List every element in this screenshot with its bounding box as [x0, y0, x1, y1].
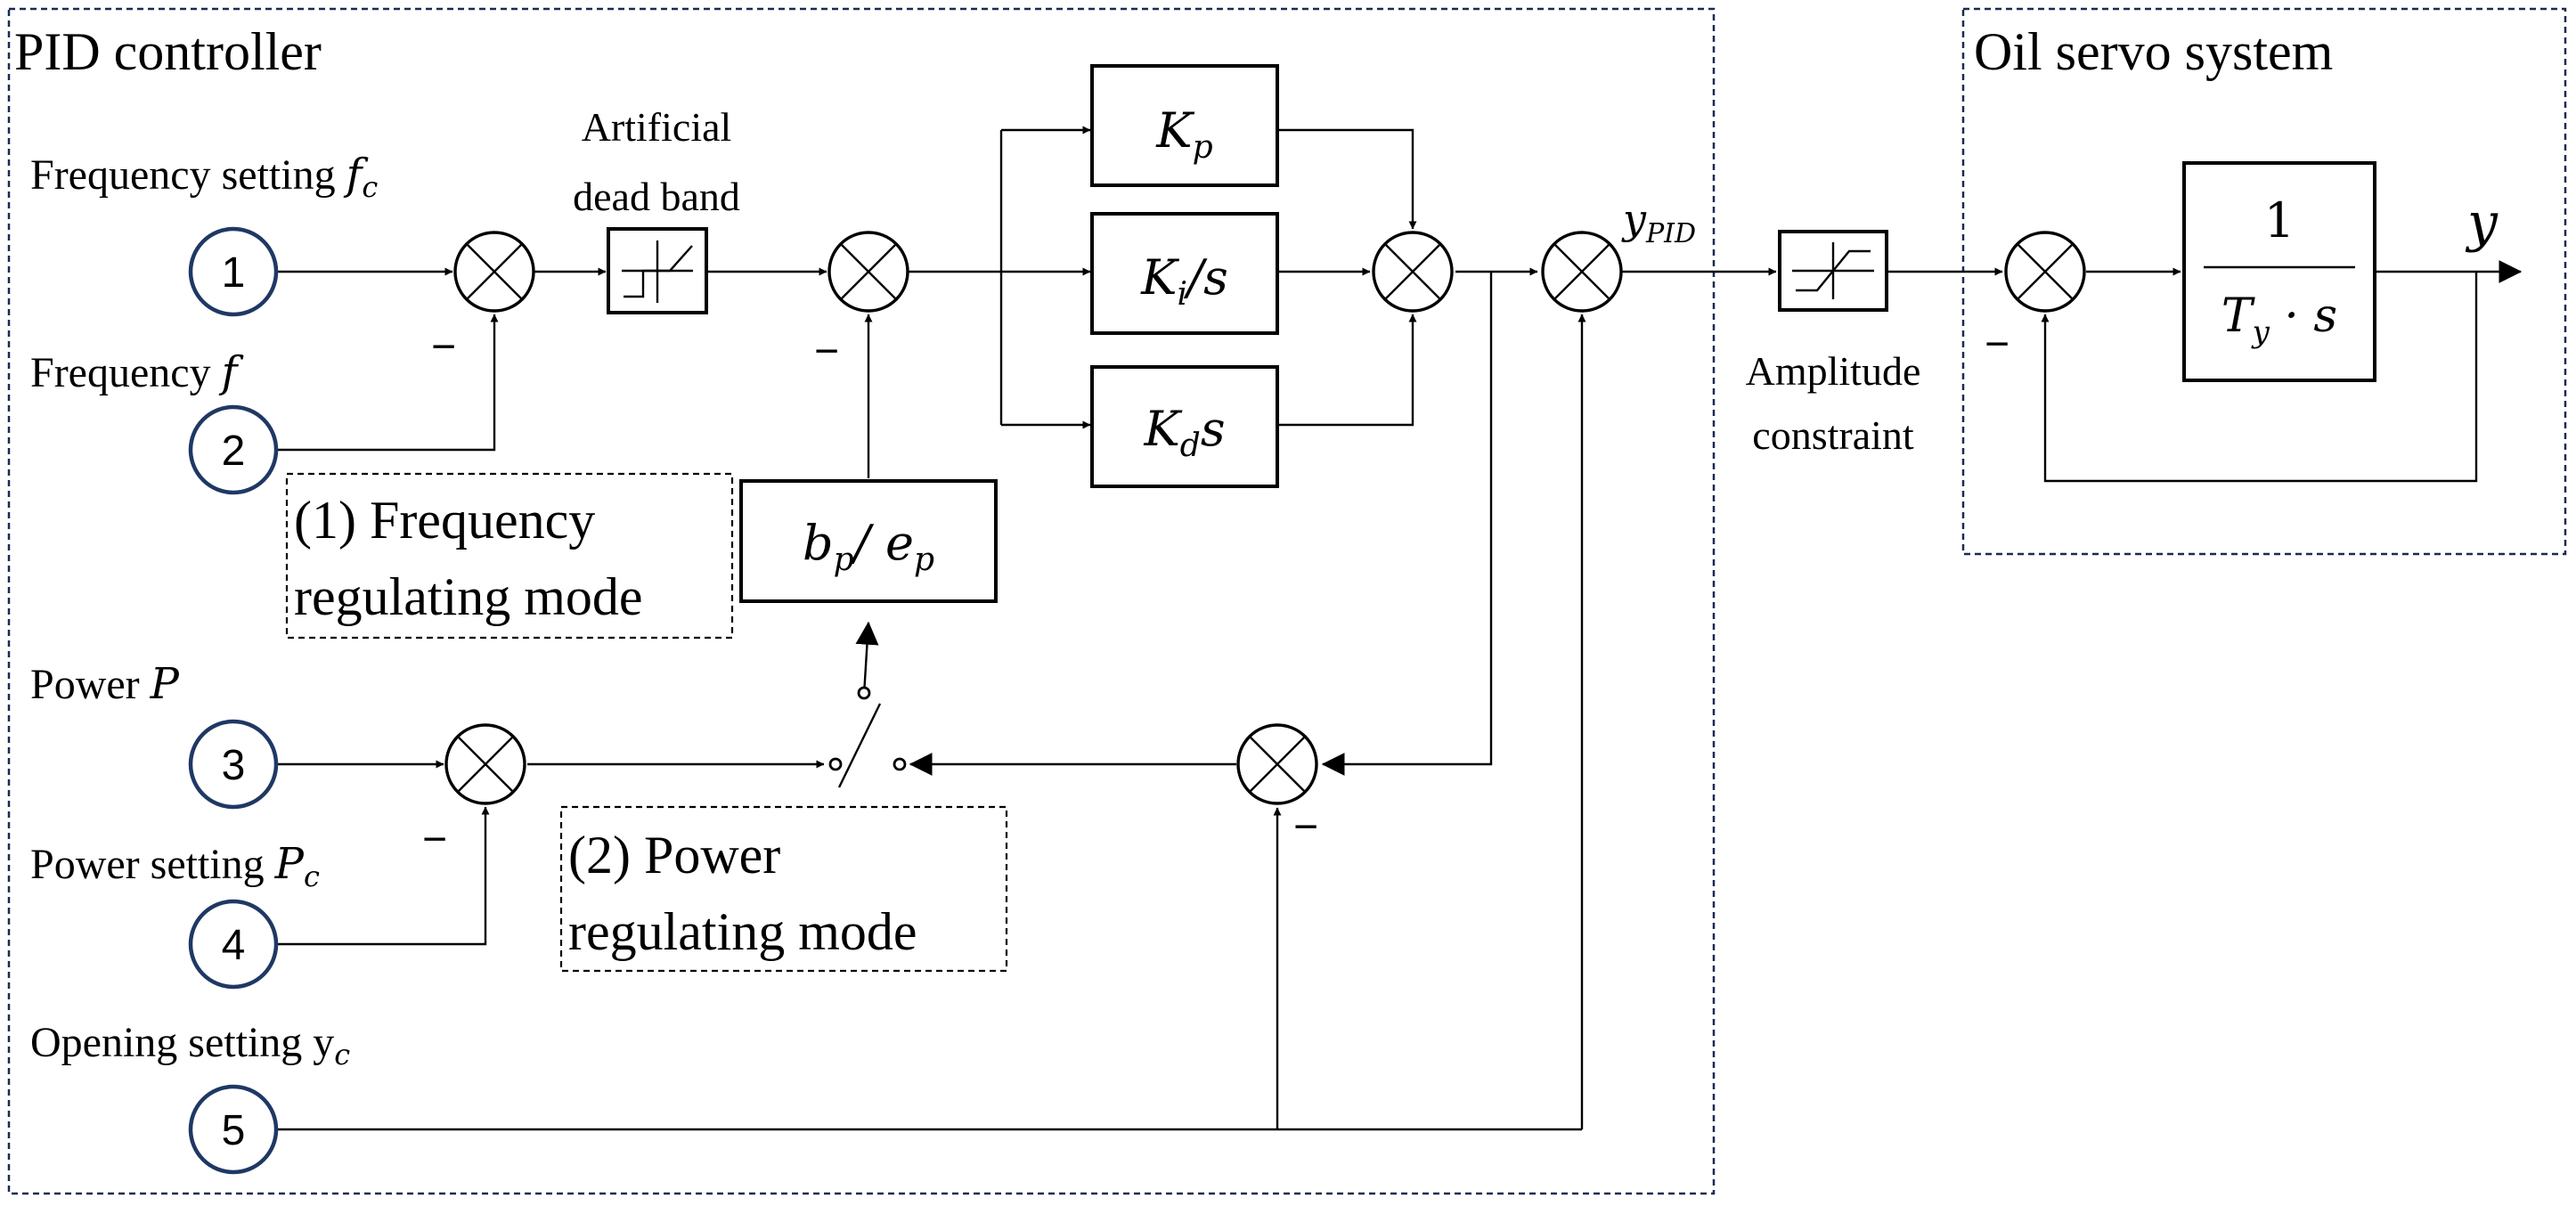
input-label-frequency: Frequency f	[30, 347, 244, 397]
kd-block: Kds	[1090, 365, 1279, 488]
minus-sign: −	[1293, 803, 1318, 851]
input-node-1: 1	[188, 226, 279, 317]
oil-servo-title: Oil servo system	[1974, 22, 2333, 81]
summing-junction	[1541, 231, 1623, 313]
input-node-3: 3	[188, 719, 279, 810]
input-node-4: 4	[188, 899, 279, 990]
summing-junction	[2004, 231, 2086, 313]
pid-controller-title: PID controller	[14, 22, 322, 81]
ypid-label: yPID	[1621, 195, 1696, 249]
summing-junction	[444, 723, 526, 805]
deadband-label: dead band	[573, 174, 740, 219]
mode-switch	[828, 686, 907, 788]
input-label-power-setting: Power setting Pc	[30, 839, 320, 893]
bp-ep-block: bp/ ep	[739, 479, 998, 603]
pid-controller-frame	[7, 7, 1716, 1195]
svg-text:Kds: Kds	[1143, 401, 1225, 464]
amplitude-constraint-label: constraint	[1752, 412, 1914, 458]
svg-text:1: 1	[222, 249, 246, 297]
ki-block: Ki/s	[1090, 212, 1279, 335]
input-label-frequency-setting: Frequency setting fc	[30, 150, 378, 204]
deadband-label: Artificial	[582, 104, 732, 150]
summing-junction	[453, 231, 535, 313]
minus-sign: −	[814, 328, 839, 375]
svg-text:1: 1	[2264, 192, 2295, 249]
deadband-block	[607, 227, 708, 314]
summing-junction	[1372, 231, 1454, 313]
amplitude-constraint-block	[1778, 230, 1888, 312]
amplitude-constraint-label: Amplitude	[1746, 348, 1921, 394]
power-mode-box	[559, 805, 1008, 973]
input-node-5: 5	[188, 1084, 279, 1175]
svg-text:5: 5	[222, 1107, 246, 1154]
signal-wires	[276, 126, 2523, 1131]
power-mode-label: (2) Power	[568, 826, 780, 884]
kp-block: Kp	[1090, 64, 1279, 187]
svg-text:Ki/s: Ki/s	[1140, 249, 1228, 313]
summing-junction	[827, 231, 909, 313]
output-label: y	[2465, 191, 2499, 254]
svg-text:4: 4	[222, 922, 246, 969]
svg-text:3: 3	[222, 742, 246, 789]
svg-text:Kp: Kp	[1155, 102, 1212, 166]
input-label-opening-setting: Opening setting yc	[30, 1019, 350, 1072]
power-mode-label: regulating mode	[568, 902, 917, 961]
input-label-power: Power P	[30, 659, 180, 709]
svg-text:Ty · s: Ty · s	[2221, 289, 2337, 350]
minus-sign: −	[431, 323, 456, 371]
servo-transfer-block: 1 Ty · s	[2182, 161, 2376, 382]
input-node-2: 2	[188, 404, 279, 495]
minus-sign: −	[1985, 321, 2009, 368]
summing-junction	[1236, 723, 1318, 805]
frequency-mode-label: regulating mode	[294, 567, 643, 626]
svg-text:2: 2	[222, 428, 246, 475]
frequency-mode-label: (1) Frequency	[294, 491, 595, 550]
frequency-mode-box	[285, 472, 734, 640]
svg-text:bp/ ep: bp/ ep	[803, 515, 934, 578]
minus-sign: −	[422, 816, 447, 863]
oil-servo-frame	[1961, 7, 2567, 556]
